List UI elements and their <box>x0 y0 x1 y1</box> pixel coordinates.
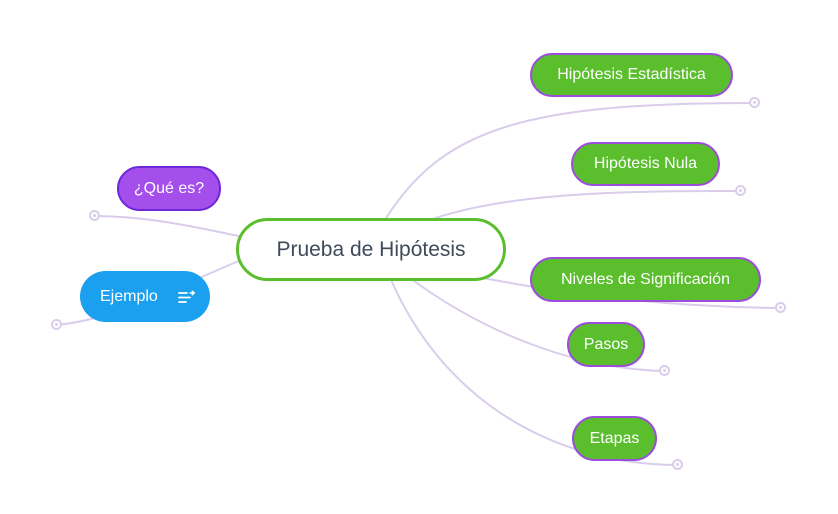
node-hipotesis-nula[interactable]: Hipótesis Nula <box>571 142 720 186</box>
node-etapas[interactable]: Etapas <box>572 416 657 461</box>
branch-endpoint[interactable] <box>672 459 683 470</box>
node-ejemplo[interactable]: Ejemplo <box>80 271 210 322</box>
node-pasos[interactable]: Pasos <box>567 322 645 367</box>
node-hipotesis-estadistica-label: Hipótesis Estadística <box>557 66 706 83</box>
root-node[interactable]: Prueba de Hipótesis <box>236 218 506 281</box>
endpoint-dot <box>663 369 666 372</box>
branch-endpoint[interactable] <box>659 365 670 376</box>
endpoint-dot <box>55 323 58 326</box>
endpoint-dot <box>739 189 742 192</box>
root-node-label: Prueba de Hipótesis <box>276 237 466 261</box>
endpoint-dot <box>779 306 782 309</box>
endpoint-dot <box>676 463 679 466</box>
node-pasos-label: Pasos <box>583 335 629 353</box>
connector-pasos <box>409 277 663 372</box>
node-etapas-label: Etapas <box>589 429 640 447</box>
endpoint-dot <box>753 101 756 104</box>
node-niveles-de-significacion-label: Niveles de Significación <box>561 270 730 288</box>
node-hipotesis-estadistica[interactable]: Hipótesis Estadística <box>530 53 733 97</box>
branch-endpoint[interactable] <box>749 97 760 108</box>
node-que-es-label: ¿Qué es? <box>133 179 205 197</box>
node-ejemplo-label: Ejemplo <box>100 287 158 305</box>
branch-endpoint[interactable] <box>51 319 62 330</box>
endpoint-dot <box>93 214 96 217</box>
branch-endpoint[interactable] <box>89 210 100 221</box>
list-icon <box>178 289 196 305</box>
node-hipotesis-nula-label: Hipótesis Nula <box>593 155 698 172</box>
branch-endpoint[interactable] <box>735 185 746 196</box>
node-niveles-de-significacion[interactable]: Niveles de Significación <box>530 257 761 302</box>
connector-que-es <box>91 215 249 239</box>
node-que-es[interactable]: ¿Qué es? <box>117 166 221 211</box>
branch-endpoint[interactable] <box>775 302 786 313</box>
connector-hipotesis-estadistica <box>382 102 753 224</box>
